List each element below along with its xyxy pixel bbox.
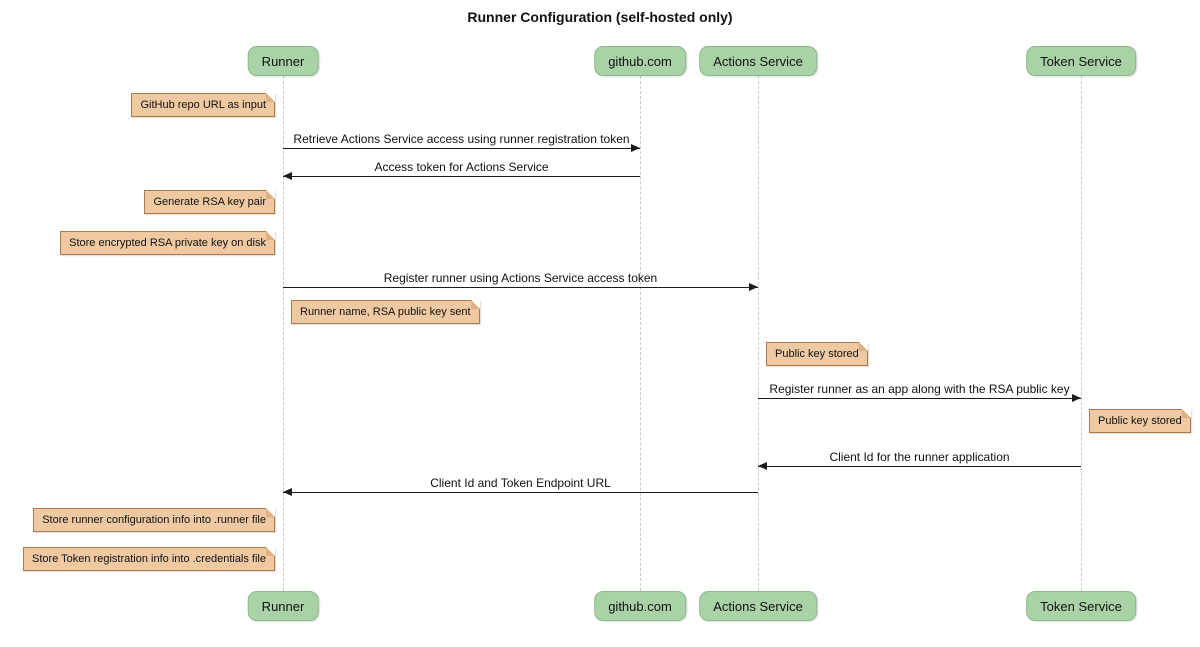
message-line — [283, 176, 640, 177]
message-arrowhead — [283, 172, 292, 180]
message-line — [758, 398, 1081, 399]
lifeline-token — [1081, 76, 1082, 591]
lifeline-actions — [758, 76, 759, 591]
message-line — [758, 466, 1081, 467]
participant-github-top: github.com — [594, 46, 686, 76]
message-label: Client Id and Token Endpoint URL — [430, 476, 611, 490]
message-arrowhead — [758, 462, 767, 470]
message-arrowhead — [1072, 394, 1081, 402]
lifeline-github — [640, 76, 641, 591]
message-label: Register runner using Actions Service ac… — [383, 271, 658, 285]
participant-github-bottom: github.com — [594, 591, 686, 621]
participant-actions-bottom: Actions Service — [699, 591, 817, 621]
message-arrowhead — [631, 144, 640, 152]
message-label: Register runner as an app along with the… — [769, 382, 1070, 396]
note: Public key stored — [766, 342, 868, 366]
note: Store runner configuration info into .ru… — [33, 508, 275, 532]
message-arrowhead — [283, 488, 292, 496]
message-line — [283, 148, 640, 149]
message-label: Retrieve Actions Service access using ru… — [293, 132, 630, 146]
participant-runner-bottom: Runner — [247, 591, 319, 621]
note: GitHub repo URL as input — [131, 93, 275, 117]
message-line — [283, 287, 758, 288]
participant-actions-top: Actions Service — [699, 46, 817, 76]
participant-runner-top: Runner — [247, 46, 319, 76]
note: Generate RSA key pair — [144, 190, 275, 214]
message-label: Client Id for the runner application — [829, 450, 1010, 464]
diagram-title: Runner Configuration (self-hosted only) — [467, 9, 733, 25]
participant-token-top: Token Service — [1026, 46, 1136, 76]
lifeline-runner — [283, 76, 284, 591]
note: Store Token registration info into .cred… — [23, 547, 275, 571]
note: Runner name, RSA public key sent — [291, 300, 480, 324]
participant-token-bottom: Token Service — [1026, 591, 1136, 621]
message-arrowhead — [749, 283, 758, 291]
note: Store encrypted RSA private key on disk — [60, 231, 275, 255]
message-line — [283, 492, 758, 493]
note: Public key stored — [1089, 409, 1191, 433]
message-label: Access token for Actions Service — [374, 160, 549, 174]
